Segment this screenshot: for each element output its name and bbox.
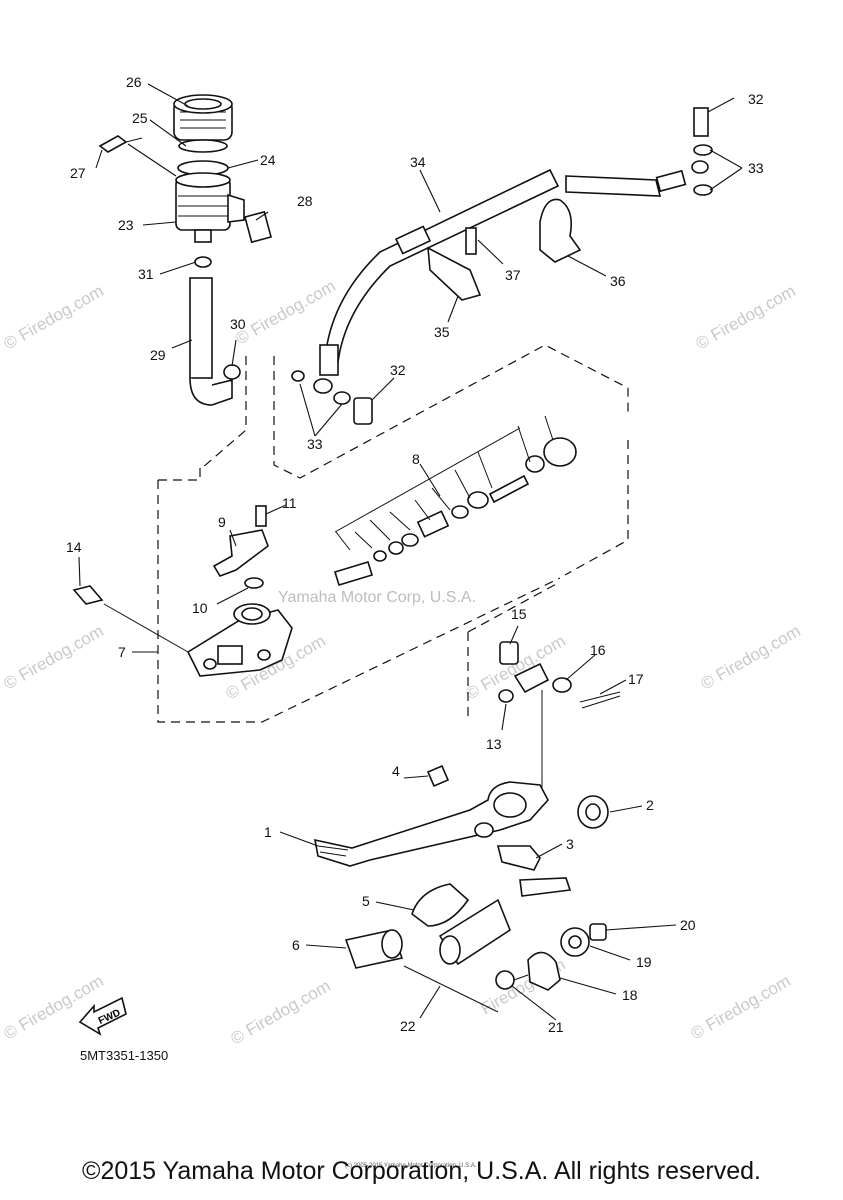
callout-3: 3 xyxy=(566,836,574,852)
callout-5: 5 xyxy=(362,893,370,909)
callout-19: 19 xyxy=(636,954,652,970)
callout-14: 14 xyxy=(66,539,82,555)
callout-1: 1 xyxy=(264,824,272,840)
watermark-left-2: © Firedog.com xyxy=(1,621,107,693)
tiny-copyright-note: (c) 2005-2015 Yamaha Motor Corporation, … xyxy=(345,1163,477,1169)
watermark-mid-1: © Firedog.com xyxy=(233,276,339,348)
callout-11: 11 xyxy=(282,495,297,511)
callout-22: 22 xyxy=(400,1018,416,1034)
callout-7: 7 xyxy=(118,644,126,660)
leader-lines xyxy=(78,83,743,1021)
brake-pedal-assembly xyxy=(313,764,609,1013)
watermark-right-2: © Firedog.com xyxy=(698,621,804,693)
callout-37: 37 xyxy=(505,267,521,283)
callout-20: 20 xyxy=(680,917,696,933)
brake-hose xyxy=(291,107,713,425)
callout-24: 24 xyxy=(260,152,276,168)
callout-33-mid: 33 xyxy=(307,436,323,452)
callout-33-top: 33 xyxy=(748,160,764,176)
callout-34: 34 xyxy=(410,154,426,170)
watermark-left-1: © Firedog.com xyxy=(1,281,107,353)
callout-25: 25 xyxy=(132,110,148,126)
callout-32-mid: 32 xyxy=(390,362,406,378)
callout-9: 9 xyxy=(218,514,226,530)
callout-28: 28 xyxy=(297,193,313,209)
callout-15: 15 xyxy=(511,606,527,622)
callout-10: 10 xyxy=(192,600,208,616)
diagram-code: 5MT3351-1350 xyxy=(80,1048,168,1063)
callout-18: 18 xyxy=(622,987,638,1003)
callouts: 1 2 3 4 5 6 7 8 9 10 11 13 14 15 16 17 1… xyxy=(66,74,764,1035)
callout-36: 36 xyxy=(610,273,626,289)
watermark-left-3: © Firedog.com xyxy=(1,971,107,1043)
reservoir-assembly xyxy=(98,94,273,406)
watermark-right-3: © Firedog.com xyxy=(688,971,794,1043)
watermark-mid-3: © Firedog.com xyxy=(228,976,334,1048)
assembly-outlines xyxy=(132,344,629,723)
clevis-assembly xyxy=(498,641,621,790)
callout-2: 2 xyxy=(646,797,654,813)
fwd-arrow: FWD xyxy=(78,996,127,1036)
watermark-center: Yamaha Motor Corp, U.S.A. xyxy=(278,589,476,606)
master-cylinder-kit xyxy=(333,415,577,586)
callout-23: 23 xyxy=(118,217,134,233)
watermark-right-1: © Firedog.com xyxy=(693,281,799,353)
copyright-footer: ©2015 Yamaha Motor Corporation, U.S.A. A… xyxy=(82,1157,761,1185)
callout-27: 27 xyxy=(70,165,86,181)
callout-29: 29 xyxy=(150,347,166,363)
callout-35: 35 xyxy=(434,324,450,340)
callout-13: 13 xyxy=(486,736,502,752)
master-cylinder-body xyxy=(72,505,293,677)
callout-16: 16 xyxy=(590,642,606,658)
callout-8: 8 xyxy=(412,451,420,467)
callout-4: 4 xyxy=(392,763,400,779)
callout-6: 6 xyxy=(292,937,300,953)
callout-17: 17 xyxy=(628,671,644,687)
callout-32-top: 32 xyxy=(748,91,764,107)
callout-30: 30 xyxy=(230,316,246,332)
callout-31: 31 xyxy=(138,266,154,282)
callout-26: 26 xyxy=(126,74,142,90)
callout-21: 21 xyxy=(548,1019,564,1035)
